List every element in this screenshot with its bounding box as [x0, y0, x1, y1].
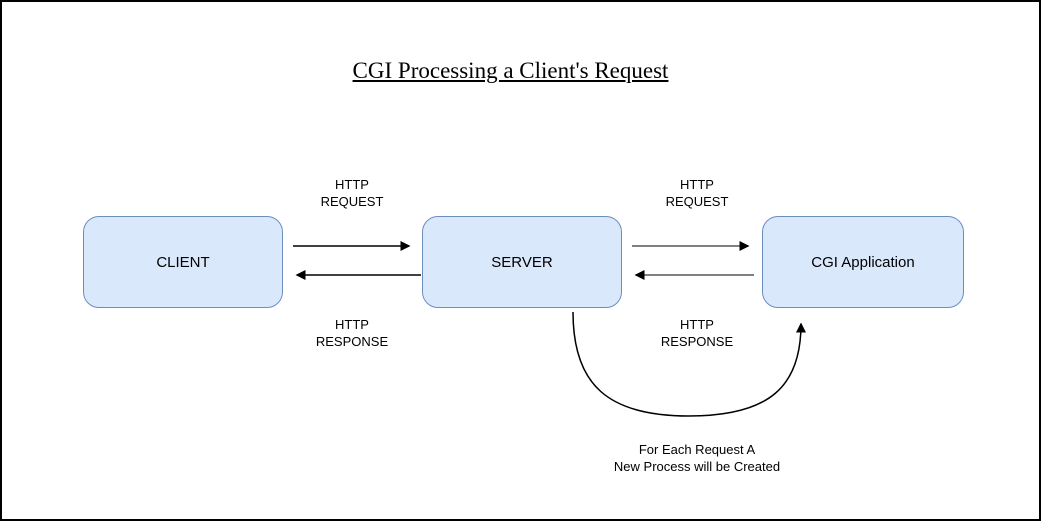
node-cgi-application: CGI Application — [762, 216, 964, 308]
node-cgi-application-label: CGI Application — [811, 253, 915, 271]
node-server: SERVER — [422, 216, 622, 308]
http-request-label-client-server: HTTP REQUEST — [320, 177, 384, 209]
node-server-label: SERVER — [491, 253, 553, 271]
new-process-note: For Each Request A New Process will be C… — [613, 442, 781, 474]
http-response-label-client-server: HTTP RESPONSE — [315, 317, 389, 349]
diagram-title: CGI Processing a Client's Request — [352, 58, 669, 83]
http-request-label-server-cgi: HTTP REQUEST — [665, 177, 729, 209]
node-client-label: CLIENT — [156, 253, 210, 271]
node-client: CLIENT — [83, 216, 283, 308]
http-response-label-server-cgi: HTTP RESPONSE — [660, 317, 734, 349]
